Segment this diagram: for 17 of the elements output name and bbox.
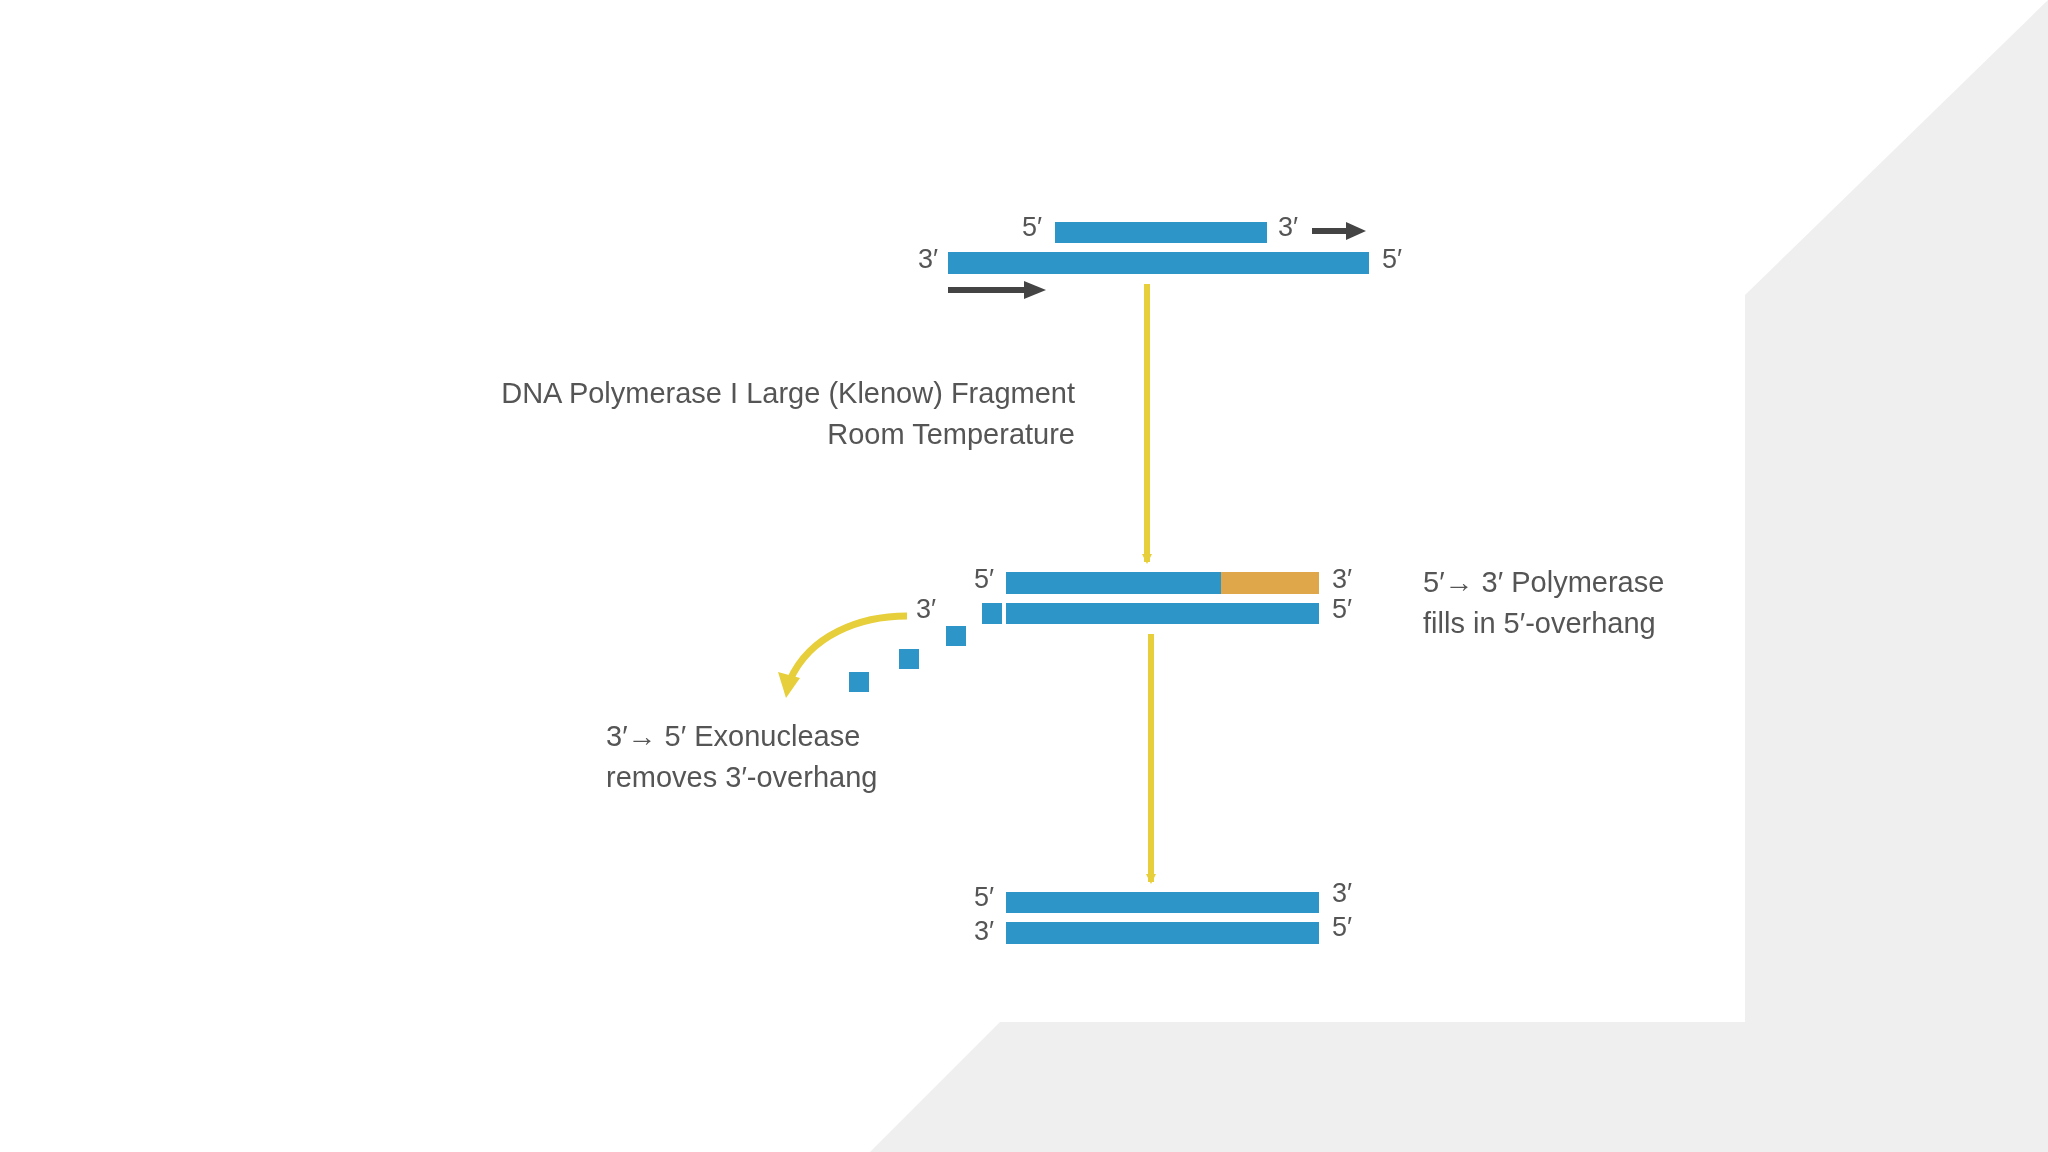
arrow	[1142, 284, 1152, 564]
strand-end-label: 5′	[974, 884, 995, 911]
strand-end-label: 3′	[1332, 566, 1353, 593]
strand-end-label: 3′	[974, 918, 995, 945]
strand-end-label: 5′	[1022, 214, 1043, 241]
strand-end-label: 3′	[1278, 214, 1299, 241]
strand-end-label: 5′	[1332, 914, 1353, 941]
strand-end-label: 3′	[918, 246, 939, 273]
arrow	[1146, 634, 1156, 884]
strand-end-label: 5′	[974, 566, 995, 593]
strand-end-label: 3′	[916, 596, 937, 623]
annotation-text: 5′→ 3′ Polymerase fills in 5′-overhang	[1423, 565, 1666, 641]
annotation-text: 3′→ 5′ Exonuclease removes 3′-overhang	[606, 719, 879, 795]
dna-duplex-drawing	[1006, 892, 1319, 944]
strand-end-label: 5′	[1382, 246, 1403, 273]
strand-end-label: 5′	[1332, 596, 1353, 623]
strand-end-label: 3′	[1332, 880, 1353, 907]
